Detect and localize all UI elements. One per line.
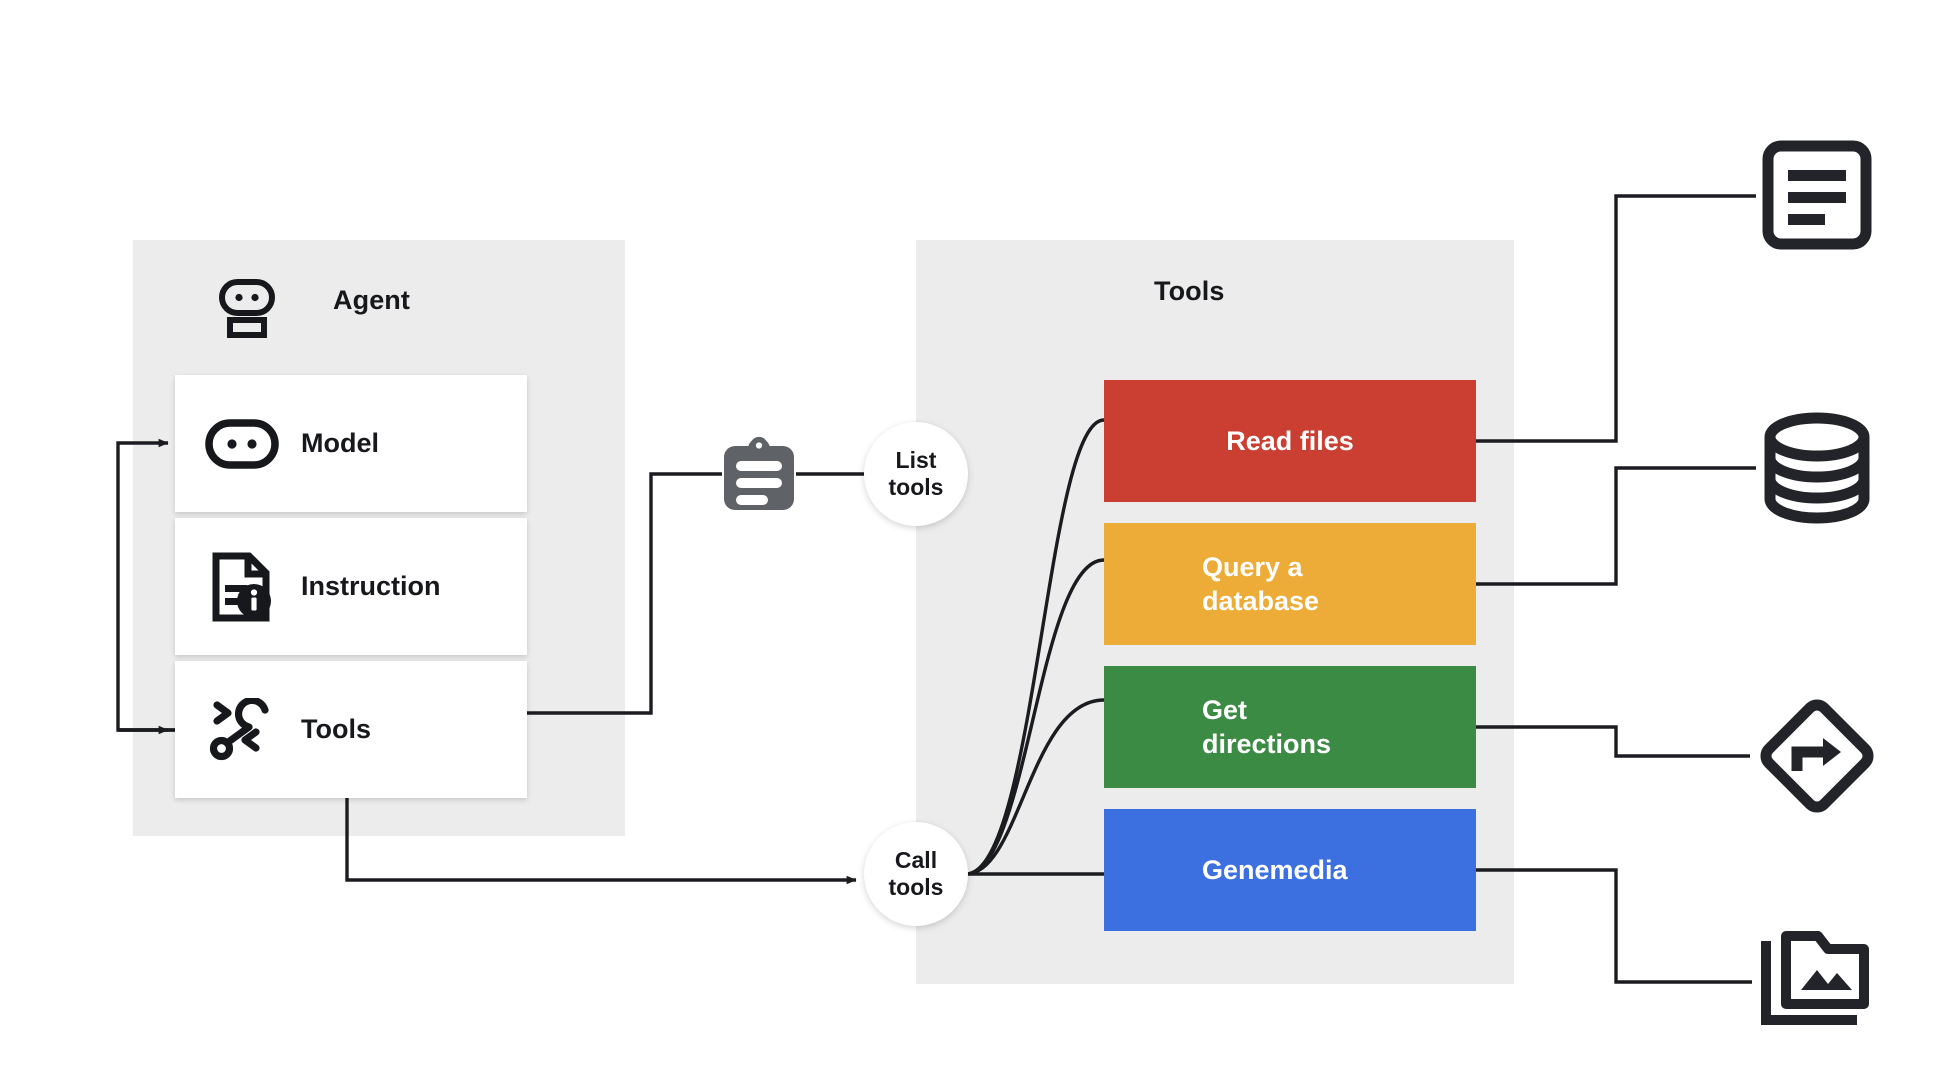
agent-card-instruction[interactable]: Instruction — [175, 518, 527, 655]
tool-card-label: Query a database — [1202, 551, 1320, 616]
directions-sign-icon — [1757, 696, 1877, 816]
agent-card-label: Model — [301, 428, 379, 458]
database-cylinder-icon — [1762, 412, 1872, 524]
node-label-line2: tools — [888, 874, 944, 900]
document-info-icon — [205, 552, 279, 622]
tool-card-get-directions[interactable]: Get directions — [1104, 666, 1476, 788]
media-folder-icon — [1760, 928, 1875, 1033]
tool-card-genemedia[interactable]: Genemedia — [1104, 809, 1476, 931]
tool-card-label: Get directions — [1202, 694, 1332, 759]
document-lines-icon — [1762, 140, 1872, 250]
node-label-line2: tools — [888, 474, 944, 500]
robot-icon — [216, 277, 278, 339]
tool-card-label: Genemedia — [1202, 854, 1348, 885]
clipboard-list-icon — [722, 436, 796, 512]
node-label-line1: List — [895, 447, 937, 474]
agent-card-label: Instruction — [301, 571, 441, 601]
tool-card-read-files[interactable]: Read files — [1104, 380, 1476, 502]
tool-card-query-a-database[interactable]: Query a database — [1104, 523, 1476, 645]
node-label-line1: Call — [894, 847, 938, 874]
model-robot-head-icon — [205, 418, 279, 469]
tools-panel-title: Tools — [1154, 276, 1225, 306]
agent-card-tools[interactable]: Tools — [175, 661, 527, 798]
node-list-tools[interactable]: List tools — [864, 422, 968, 526]
agent-card-label: Tools — [301, 714, 371, 744]
node-call-tools[interactable]: Call tools — [864, 822, 968, 926]
agent-card-model[interactable]: Model — [175, 375, 527, 512]
tool-card-label: Read files — [1226, 425, 1354, 456]
agent-panel-title: Agent — [333, 285, 410, 315]
wrench-code-icon — [205, 697, 279, 762]
